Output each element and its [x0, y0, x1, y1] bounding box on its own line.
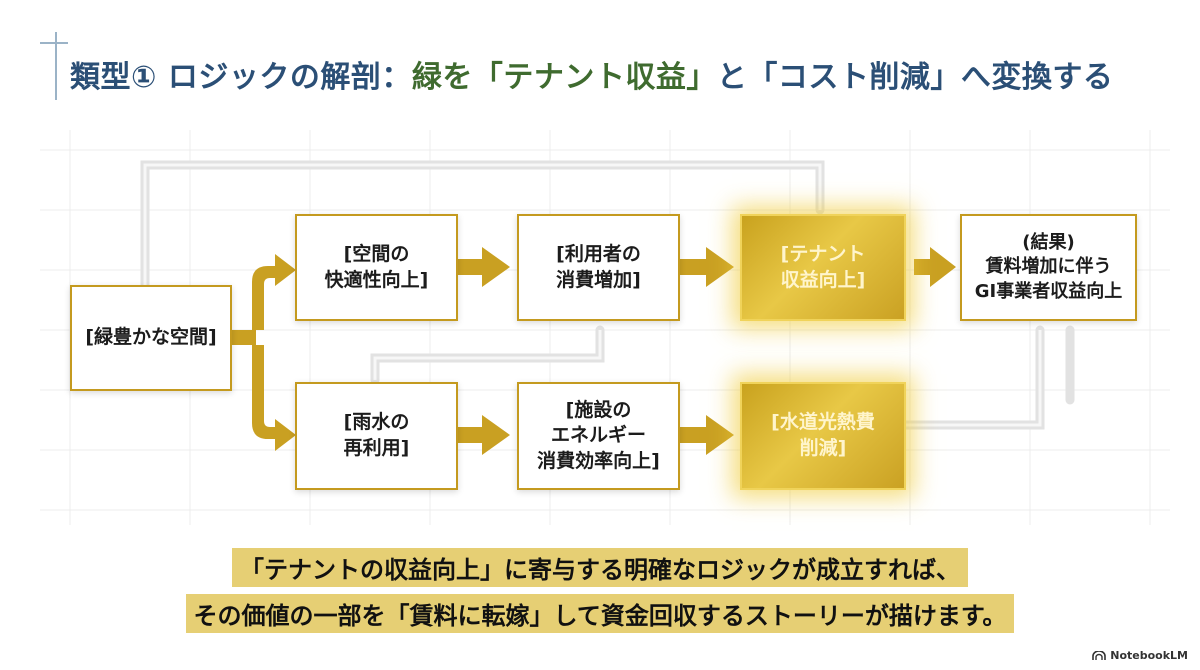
title-accent-vertical [55, 32, 57, 100]
branch-stem [228, 330, 256, 345]
title-part-4: 「コスト削減」 [747, 60, 961, 95]
node-efficiency: [施設の エネルギー 消費効率向上] [517, 382, 680, 490]
title-part-3: と [716, 60, 748, 95]
node-comfort: [空間の 快適性向上] [295, 214, 458, 321]
caption-text-2: その価値の一部を「賃料に転嫁」して資金回収するストーリーが描けます。 [185, 594, 1015, 633]
title-accent-horizontal [40, 42, 68, 44]
title-part-1: 類型① ロジックの解剖： [70, 60, 412, 95]
title-part-5: へ変換する [960, 60, 1114, 95]
node-spending: [利用者の 消費増加] [517, 214, 680, 321]
brand-label: NotebookLM [1110, 649, 1188, 662]
branch-arrow-up [232, 254, 296, 330]
arrow-rainwater-to-efficiency [458, 415, 510, 455]
brand-watermark: NotebookLM [1092, 649, 1188, 662]
node-tenant-revenue: [テナント 収益向上] [740, 214, 906, 321]
arrow-spending-to-revenue [680, 247, 734, 287]
node-green-space: [緑豊かな空間] [70, 285, 232, 391]
notebooklm-logo-icon [1092, 650, 1107, 660]
branch-arrow-down [232, 345, 296, 451]
node-result: (結果) 賃料増加に伴う GI事業者収益向上 [960, 214, 1137, 321]
caption-line-2: その価値の一部を「賃料に転嫁」して資金回収するストーリーが描けます。 [0, 594, 1200, 633]
flow-arrows [228, 247, 956, 455]
node-rainwater: [雨水の 再利用] [295, 382, 458, 490]
caption-text-1: 「テナントの収益向上」に寄与する明確なロジックが成立すれば、 [232, 548, 968, 587]
title-part-2: 緑を「テナント収益」 [411, 60, 717, 95]
arrow-revenue-to-result [914, 247, 956, 287]
arrow-efficiency-to-utility [680, 415, 734, 455]
caption-line-1: 「テナントの収益向上」に寄与する明確なロジックが成立すれば、 [0, 548, 1200, 587]
page-title: 類型① ロジックの解剖：緑を「テナント収益」と「コスト削減」へ変換する [70, 52, 1170, 96]
background-pipes-highlight [143, 163, 1042, 427]
arrow-comfort-to-spending [458, 247, 510, 287]
node-utility-cut: [水道光熱費 削減] [740, 382, 906, 490]
